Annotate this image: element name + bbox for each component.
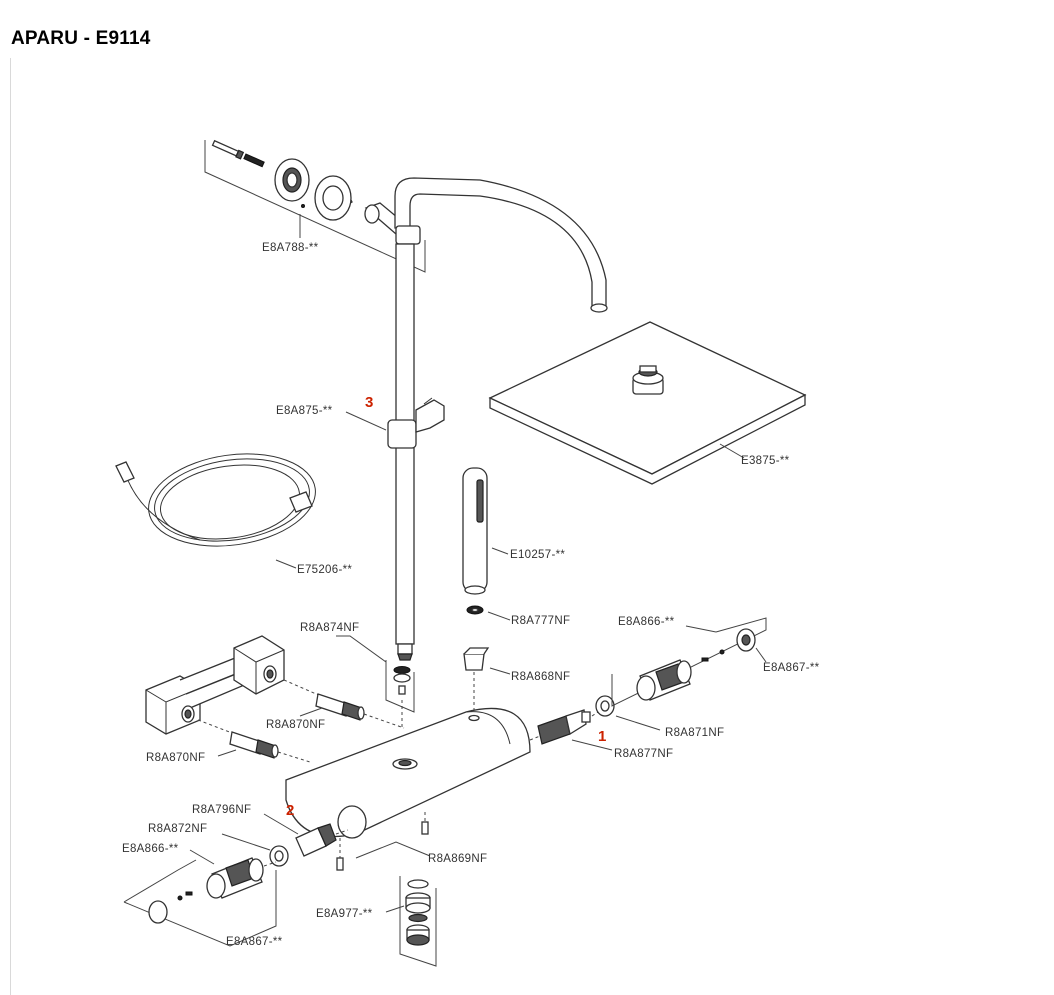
shower-hose — [115, 453, 316, 547]
label-holder-cup: R8A868NF — [511, 671, 570, 683]
label-connector-upper: R8A870NF — [266, 719, 325, 731]
cap-right — [736, 628, 756, 652]
label-connector-lower: R8A870NF — [146, 752, 205, 764]
page-left-border — [10, 58, 11, 995]
handle-right — [636, 649, 725, 701]
nut-right — [595, 695, 615, 717]
seal-set-frame — [385, 660, 415, 713]
label-nut-right: R8A871NF — [665, 727, 724, 739]
label-seal-set-top: R8A874NF — [300, 622, 359, 634]
holder-cup — [463, 647, 490, 671]
label-small-washer: R8A777NF — [511, 615, 570, 627]
handle-right-frame — [611, 617, 767, 707]
page-title: APARU - E9114 — [11, 28, 151, 49]
label-aerator-set: E8A977-** — [316, 908, 373, 920]
label-wall-bracket: E8A788-** — [262, 242, 319, 254]
handle-left — [177, 857, 264, 901]
label-handle-left: E8A866-** — [122, 843, 179, 855]
wall-bracket-group — [204, 139, 426, 273]
seal-o-ring-2 — [393, 673, 411, 683]
label-nut-left: R8A872NF — [148, 823, 207, 835]
small-washer — [466, 605, 484, 615]
cap-left — [148, 900, 168, 924]
label-head-shower: E3875-** — [741, 455, 790, 467]
callout-3: 3 — [365, 394, 373, 411]
cartridge-right — [537, 709, 591, 745]
label-screw-pins: R8A869NF — [428, 853, 487, 865]
callout-1: 1 — [598, 728, 606, 745]
label-cartridge-left: R8A796NF — [192, 804, 251, 816]
label-cap-right: E8A867-** — [763, 662, 820, 674]
seal-pin — [398, 685, 406, 695]
thermostatic-mixer-body — [285, 707, 531, 839]
nut-left — [269, 845, 289, 867]
handle-left-frame — [123, 859, 277, 947]
aerator-frame — [399, 876, 437, 967]
connector-upper — [315, 693, 365, 721]
wall-connection-bracket — [145, 635, 285, 735]
seal-o-ring-1 — [393, 666, 411, 674]
head-shower — [488, 321, 807, 485]
label-cap-left: E8A867-** — [226, 936, 283, 948]
label-hose: E75206-** — [297, 564, 352, 576]
hand-shower — [462, 467, 488, 595]
label-cartridge-right: R8A877NF — [614, 748, 673, 760]
callout-2: 2 — [286, 802, 294, 819]
shower-column — [387, 177, 608, 661]
label-hand-shower: E10257-** — [510, 549, 565, 561]
label-handle-right: E8A866-** — [618, 616, 675, 628]
connector-lower — [229, 731, 279, 759]
cartridge-left — [295, 823, 337, 857]
aerator-set — [405, 879, 431, 946]
label-slider-holder: E8A875-** — [276, 405, 333, 417]
